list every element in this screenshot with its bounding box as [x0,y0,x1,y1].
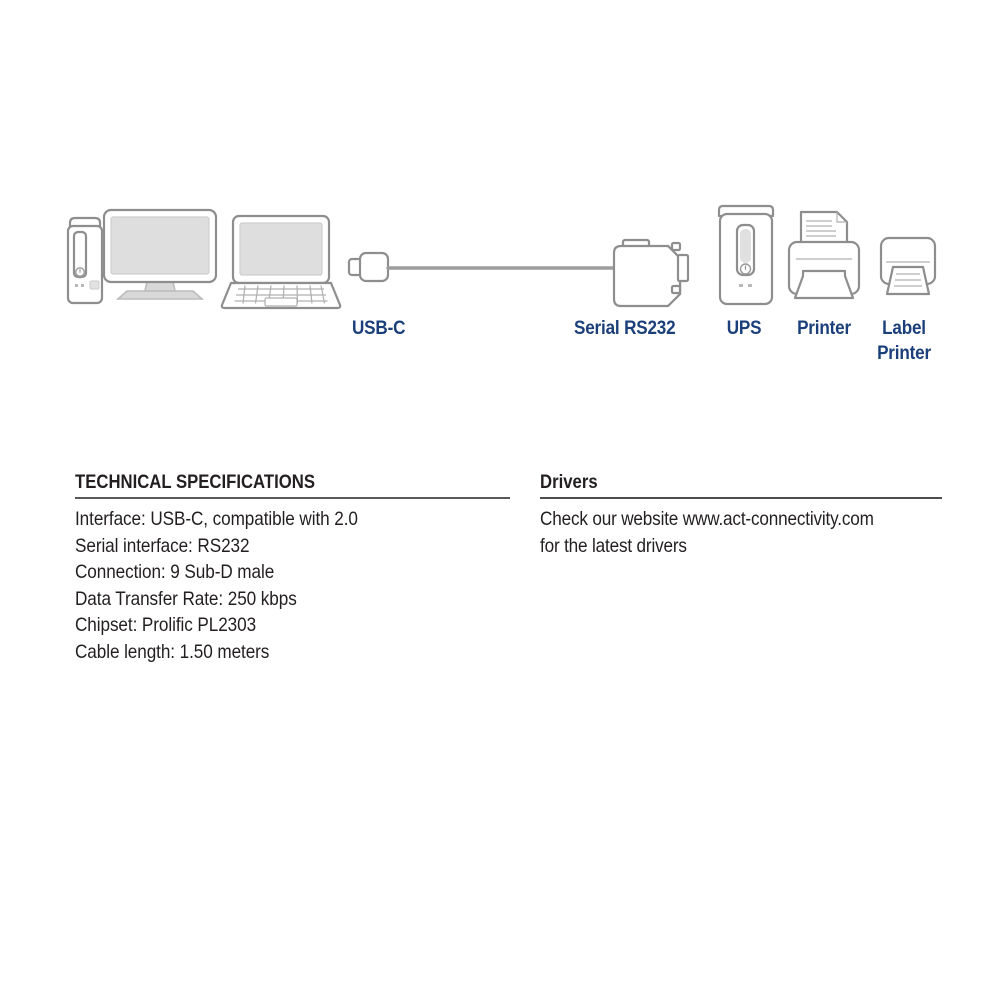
drivers-text: Check our website www.act-connectivity.c… [540,506,942,559]
spec-line: Connection: 9 Sub-D male [75,561,275,583]
laptop-icon [220,214,342,310]
drivers-line: for the latest drivers [540,534,687,557]
ups-icon [717,204,775,306]
printer-icon [787,210,861,300]
spec-line: Serial interface: RS232 [75,534,250,557]
technical-specifications-rule [75,497,510,499]
drivers-rule [540,497,942,499]
drivers-section: Drivers Check our website www.act-connec… [540,472,942,559]
spec-line: Cable length: 1.50 meters [75,640,270,663]
spec-line: Chipset: Prolific PL2303 [75,614,257,636]
diagram-label-serial-rs232: Serial RS232 [574,318,676,339]
usb-c-connector-icon [347,251,390,283]
diagram-label-usb-c: USB-C [352,318,406,339]
connectivity-diagram: .ol { fill:#ffffff; stroke:#8e8e8e; stro… [0,185,1000,375]
spec-line: Data Transfer Rate: 250 kbps [75,587,297,610]
diagram-label-printer: Printer [797,318,851,339]
diagram-label-label-printer: Label Printer [877,318,931,364]
spec-line: Interface: USB-C, compatible with 2.0 [75,508,358,530]
technical-specifications-section: TECHNICAL SPECIFICATIONS Interface: USB-… [75,472,510,665]
drivers-title: Drivers [540,472,598,493]
desktop-tower-icon [66,216,104,305]
label-printer-icon [879,236,937,296]
serial-rs232-connector-icon [612,238,690,308]
technical-specifications-title: TECHNICAL SPECIFICATIONS [75,472,315,493]
diagram-label-ups: UPS [726,318,762,339]
technical-specifications-list: Interface: USB-C, compatible with 2.0 Se… [75,506,510,665]
monitor-icon [102,208,218,300]
drivers-line: Check our website www.act-connectivity.c… [540,508,874,530]
